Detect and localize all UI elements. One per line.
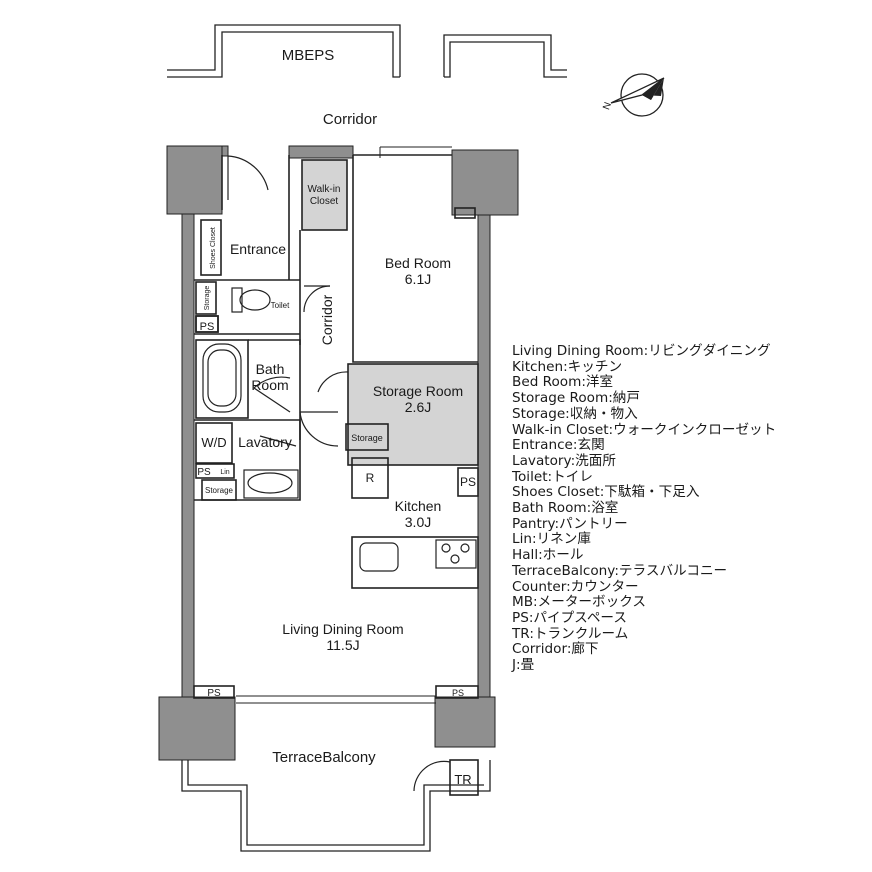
ps-label-5: PS (452, 688, 464, 698)
ps-label-3: PS (460, 475, 476, 489)
lin-label: Lin (220, 469, 229, 476)
terrace-label: TerraceBalcony (272, 749, 376, 766)
walk-in-closet-label-2: Closet (310, 196, 339, 207)
fixtures (202, 287, 477, 572)
north-label: N (601, 101, 614, 112)
door-swings (227, 155, 451, 792)
mbeps-block (167, 24, 567, 78)
corridor-inside-label: Corridor (319, 294, 335, 345)
legend-item: PS:パイプスペース (512, 609, 627, 626)
legend-item: J:畳 (512, 657, 535, 674)
living-dining-label: Living Dining Room (282, 621, 403, 637)
legend-item: Walk-in Closet:ウォークインクローゼット (512, 421, 777, 438)
bath-room-label: Bath (256, 361, 285, 377)
lavatory-label: Lavatory (238, 434, 292, 450)
trunk-room-label: TR (454, 772, 471, 787)
storage-label-pantry: Storage (351, 433, 383, 443)
entrance-label: Entrance (230, 241, 286, 257)
walk-in-closet-label: Walk-in (308, 184, 341, 195)
legend-item: TerraceBalcony:テラスバルコニー (512, 562, 728, 579)
storage-small-label: Storage (204, 286, 211, 311)
stove-icon (435, 539, 477, 569)
ps-label-1: PS (200, 321, 215, 333)
legend-item: Bath Room:浴室 (512, 500, 619, 517)
legend-item: MB:メーターボックス (512, 594, 646, 611)
legend-item: Storage:収納・物入 (512, 405, 638, 422)
corridor-outside-label: Corridor (323, 111, 377, 128)
legend-item: Living Dining Room:リビングダイニング (512, 343, 771, 359)
shoes-closet-label: Shoes Closet (210, 227, 217, 269)
ps-label-4: PS (207, 688, 221, 699)
legend-item: TR:トランクルーム (512, 625, 629, 642)
room-legend: Living Dining Room:リビングダイニング Kitchen:キッチ… (512, 343, 777, 674)
bed-room-label: Bed Room (385, 255, 451, 271)
room-labels: MBEPS Corridor Walk-in Closet Entrance S… (197, 47, 614, 787)
legend-item: Entrance:玄関 (512, 437, 605, 454)
interior-walls (193, 146, 479, 796)
wd-label: W/D (201, 435, 226, 450)
living-dining-size: 11.5J (326, 637, 359, 653)
toilet-bowl (239, 289, 271, 311)
exterior-walls (158, 145, 519, 761)
bath-room-label-2: Room (251, 377, 288, 393)
storage-label-lavatory: Storage (205, 486, 234, 495)
kitchen-size: 3.0J (405, 514, 431, 530)
legend-item: Shoes Closet:下駄箱・下足入 (512, 484, 700, 501)
north-compass-icon (610, 73, 665, 117)
refrigerator-label: R (366, 471, 375, 485)
mbeps-label: MBEPS (282, 47, 335, 64)
kitchen-label: Kitchen (395, 498, 442, 514)
legend-item: Lin:リネン庫 (512, 531, 591, 548)
kitchen-sink (359, 542, 399, 572)
bed-room-size: 6.1J (405, 271, 431, 287)
legend-item: Hall:ホール (512, 547, 584, 564)
ps-label-2: PS (197, 467, 211, 478)
legend-item: Lavatory:洗面所 (512, 452, 616, 469)
legend-item: Storage Room:納戸 (512, 390, 640, 407)
legend-item: Toilet:トイレ (512, 468, 593, 485)
legend-item: Counter:カウンター (512, 578, 639, 595)
legend-item: Corridor:廊下 (512, 641, 599, 658)
toilet-label: Toilet (271, 301, 290, 310)
legend-item: Bed Room:洋室 (512, 374, 614, 391)
storage-room-label: Storage Room (373, 383, 463, 399)
legend-item: Kitchen:キッチン (512, 358, 623, 375)
legend-item: Pantry:パントリー (512, 515, 628, 532)
terrace-outline (181, 760, 491, 852)
wash-basin (247, 472, 293, 494)
storage-room-size: 2.6J (405, 399, 431, 415)
bathtub (202, 343, 242, 413)
